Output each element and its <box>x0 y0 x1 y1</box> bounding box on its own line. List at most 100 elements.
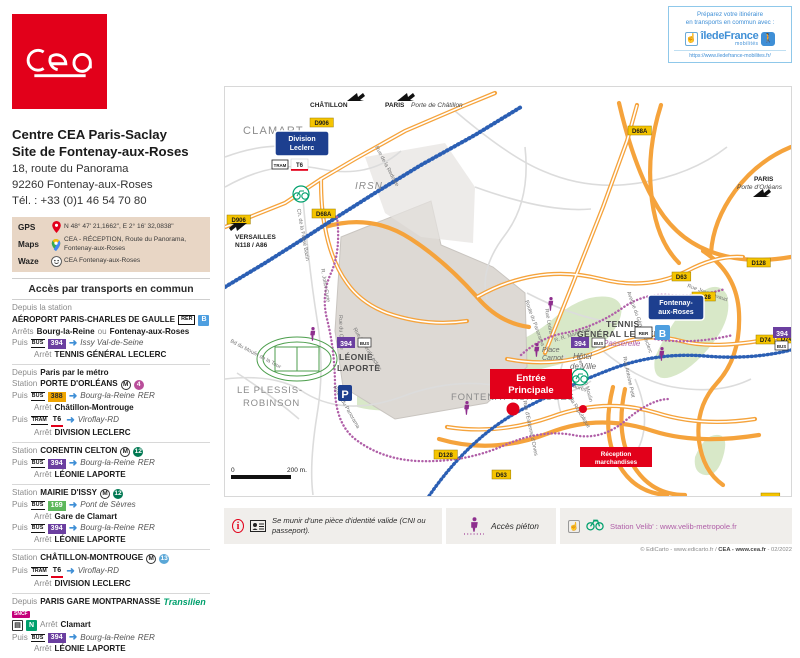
arret-name: DIVISION LECLERC <box>54 427 131 437</box>
arret-name: Clamart <box>60 620 91 630</box>
legend-identity-text: Se munir d'une pièce d'identité valide (… <box>272 516 426 535</box>
metro-icon: M <box>120 379 131 390</box>
idf-url[interactable]: https://www.iledefrance-mobilites.fr/ <box>674 49 786 59</box>
credit-url[interactable]: www.cea.fr <box>735 547 766 553</box>
pedestrian-icon: 🚶 <box>761 31 776 46</box>
then-label: Puis <box>12 415 28 425</box>
arret-name: Gare de Clamart <box>54 511 118 521</box>
map-pin-icon <box>48 221 64 234</box>
bus-stop-394-leonie: 394 BUS <box>337 337 372 348</box>
transit-line: Depuis la station <box>12 303 210 314</box>
entrance-dot-main <box>506 402 520 416</box>
idf-logo-main: îledeFrance <box>700 29 759 42</box>
map-place-label: LÉONIE <box>339 352 373 362</box>
svg-text:394: 394 <box>340 341 352 348</box>
reception-line2: marchandises <box>595 459 638 466</box>
map-canvas[interactable]: .rdw { stroke:#ffffff; fill:none; } .rdo… <box>224 86 792 497</box>
arrow-right-icon: ➜ <box>68 522 78 534</box>
sncf-logo: SNCF <box>12 610 30 619</box>
map-place-label: N118 / A86 <box>235 242 268 249</box>
arrow-right-icon: ➜ <box>68 337 78 349</box>
transit-line: Arrêt LÉONIE LAPORTE <box>12 535 210 546</box>
transit-line: Station CHÂTILLON-MONTROUGE M 13 <box>12 553 210 565</box>
svg-text:D63: D63 <box>676 275 688 281</box>
transit-line: Station CORENTIN CELTON M 12 <box>12 446 210 458</box>
idf-mobilites-box[interactable]: Préparez votre itinéraire en transports … <box>668 6 792 63</box>
road-shield: D68A <box>627 125 652 136</box>
station-label: Station <box>12 488 38 498</box>
transit-group-cdg: Depuis la station AÉROPORT PARIS-CHARLES… <box>12 300 210 365</box>
page-title-line1: Centre CEA Paris-Saclay <box>12 127 167 142</box>
destination: Bourg-la-Reine <box>80 523 135 533</box>
destination: Bourg-la-Reine <box>80 632 135 642</box>
metro-line-13-icon: 13 <box>159 553 170 564</box>
transit-line: Arrêts Bourg-la-Reine ou Fontenay-aux-Ro… <box>12 327 210 338</box>
map-street-label: Rue Ledru <box>543 308 553 334</box>
station-name: MAIRIE D'ISSY <box>40 488 97 498</box>
map-street-label: R. Joliot Curie <box>319 268 331 302</box>
arret-name: LÉONIE LAPORTE <box>54 644 126 654</box>
destination: Viroflay-RD <box>77 415 119 425</box>
road-shield: D128 <box>433 449 458 460</box>
road-shield: D74 <box>755 334 776 345</box>
transit-line: Puis BUS 394 ➜ Bourg-la-Reine RER <box>12 632 210 644</box>
address-street: 18, route du Panorama <box>12 162 129 175</box>
station-box-fontenay-aux-roses[interactable]: Fontenay- aux-Roses <box>647 294 705 321</box>
then-label: Puis <box>12 566 28 576</box>
arret-name: LÉONIE LAPORTE <box>54 534 126 544</box>
map-place-label: PARIS <box>754 176 774 183</box>
reception-line1: Réception <box>601 451 632 458</box>
transit-group-porte-orleans: Depuis Paris par le métro Station PORTE … <box>12 365 210 443</box>
legend-velib-text[interactable]: Station Velib' : www.velib-metropole.fr <box>610 521 737 531</box>
destination: Bourg-la-Reine <box>80 391 135 401</box>
transit-section-heading: Accès par transports en commun <box>12 279 210 300</box>
arret-label: Arrêt <box>34 578 52 588</box>
rer-b-line <box>427 348 791 496</box>
destination: Viroflay-RD <box>77 566 119 576</box>
destination-suffix: RER <box>137 391 155 401</box>
idf-logo-sub: mobilités <box>735 40 759 47</box>
station-box-division-leclerc[interactable]: Division Leclerc <box>274 130 330 157</box>
google-maps-icon <box>48 238 64 251</box>
transit-line: Depuis Paris par le métro <box>12 368 210 379</box>
svg-text:B: B <box>659 329 666 340</box>
map-place-label: Place <box>542 347 560 354</box>
cea-logo-mark <box>26 48 92 77</box>
destination: Bourg-la-Reine <box>80 458 135 468</box>
transit-line: Arrêt LÉONIE LAPORTE <box>12 470 210 481</box>
map-svg[interactable]: .rdw { stroke:#ffffff; fill:none; } .rdo… <box>225 87 791 496</box>
map-place-label: LE PLESSIS- <box>237 385 303 396</box>
map-place-label: CHÂTILLON <box>310 100 348 109</box>
map-place-label: LAPORTE <box>337 363 380 373</box>
destination: Pont de Sèvres <box>80 500 136 510</box>
metro-icon: M <box>120 446 131 457</box>
scale-zero-label: 0 <box>231 467 235 474</box>
road-shield: D67 <box>760 492 781 496</box>
map-place-label: Passerelle <box>603 339 641 348</box>
station-label: Station <box>12 553 38 563</box>
road-shield: D68A <box>311 208 336 219</box>
station-box-line1: Fontenay- <box>659 300 693 307</box>
then-label: Puis <box>12 523 28 533</box>
station-box-line2: Leclerc <box>290 145 315 152</box>
arret-name: LÉONIE LAPORTE <box>54 469 126 479</box>
svg-text:D74: D74 <box>781 337 791 343</box>
transit-line: Puis BUS 388 ➜ Bourg-la-Reine RER <box>12 391 210 403</box>
transit-group-mairie-issy: Station MAIRIE D'ISSY M 12 Puis BUS 169 … <box>12 485 210 550</box>
legend-item-pedestrian: Accès piéton <box>446 508 556 544</box>
map-street-label: Rue du Conde <box>337 315 344 350</box>
direction-arrow-icons <box>229 93 771 231</box>
station-box-line1: Division <box>288 136 315 143</box>
phone-number: Tél. : +33 (0)1 46 54 70 80 <box>12 195 147 208</box>
arrow-right-icon: ➜ <box>68 499 78 511</box>
velib-bike-icon <box>586 518 604 534</box>
label-entree-principale: Entrée Principale <box>490 369 572 399</box>
credit-cea: CEA - <box>718 547 736 553</box>
dotted-path-icon <box>464 532 485 535</box>
transit-line: Puis BUS 394 ➜ Issy Val-de-Seine <box>12 338 210 350</box>
transit-line: ▤ N Arrêt Clamart <box>12 619 210 632</box>
legend-item-velib: ☝ Station Velib' : www.velib-metropole.f… <box>560 508 792 544</box>
transit-line: Arrêt TENNIS GÉNÉRAL LECLERC <box>12 350 210 361</box>
svg-text:D63: D63 <box>496 473 508 479</box>
hand-pointer-icon: ☝ <box>684 31 698 46</box>
